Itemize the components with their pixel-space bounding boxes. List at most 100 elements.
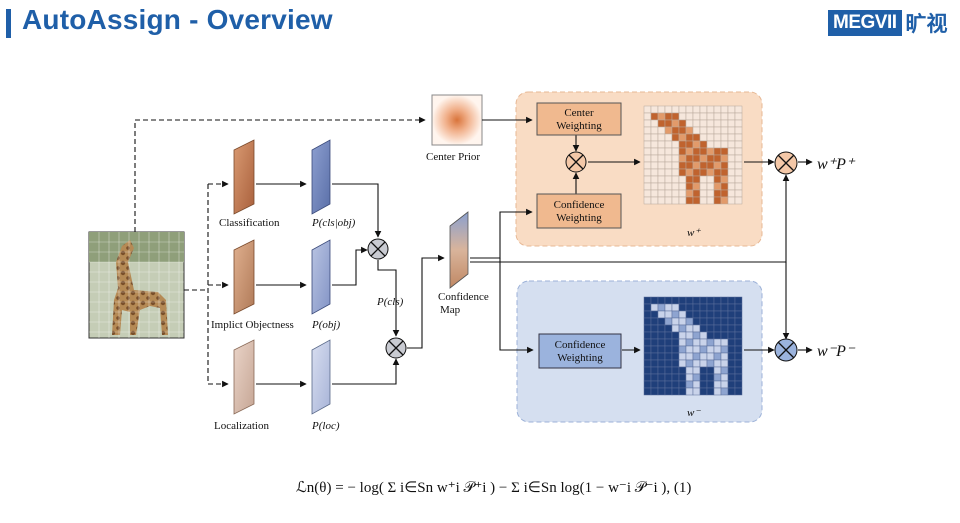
grid-cell (706, 154, 715, 163)
grid-cell (650, 140, 659, 149)
grid-cell (713, 359, 722, 368)
grid-cell (678, 380, 687, 389)
grid-cell (650, 119, 659, 128)
grid-cell (692, 147, 701, 156)
grid-cell (671, 310, 680, 319)
grid-cell (678, 133, 687, 142)
grid-cell (734, 147, 743, 156)
grid-cell (664, 119, 673, 128)
output-negative: w⁻P⁻ (817, 343, 856, 360)
grid-cell (657, 310, 666, 319)
grid-cell (713, 366, 722, 375)
grid-cell (699, 296, 708, 305)
grid-cell (699, 154, 708, 163)
grid-cell (664, 303, 673, 312)
grid-cell (678, 189, 687, 198)
grid-cell (720, 324, 729, 333)
grid-cell (657, 147, 666, 156)
grid-cell (706, 168, 715, 177)
grid-cell (643, 296, 652, 305)
grid-cell (713, 345, 722, 354)
grid-cell (692, 373, 701, 382)
grid-cell (720, 338, 729, 347)
grid-cell (657, 373, 666, 382)
grid-cell (720, 147, 729, 156)
grid-cell (664, 366, 673, 375)
grid-cell (678, 338, 687, 347)
grid-cell (713, 140, 722, 149)
grid-cell (706, 182, 715, 191)
grid-cell (713, 324, 722, 333)
grid-cell (685, 331, 694, 340)
grid-cell (685, 105, 694, 114)
grid-cell (650, 373, 659, 382)
grid-cell (664, 373, 673, 382)
grid-cell (720, 105, 729, 114)
grid-cell (685, 154, 694, 163)
grid-cell (671, 105, 680, 114)
title-bar: AutoAssign - Overview MEGVII 旷视 (0, 0, 960, 48)
label-prob-obj: P(obj) (311, 319, 340, 331)
grid-cell (678, 119, 687, 128)
grid-cell (734, 154, 743, 163)
grid-cell (643, 310, 652, 319)
grid-cell (734, 310, 743, 319)
grid-cell (692, 366, 701, 375)
grid-cell (664, 331, 673, 340)
grid-cell (657, 303, 666, 312)
grid-cell (671, 133, 680, 142)
grid-cell (713, 182, 722, 191)
grid-cell (671, 324, 680, 333)
grid-cell (685, 352, 694, 361)
grid-cell (657, 189, 666, 198)
grid-cell (685, 310, 694, 319)
prob-obj-map (311, 239, 331, 315)
grid-cell (699, 366, 708, 375)
grid-cell (699, 182, 708, 191)
grid-cell (699, 324, 708, 333)
grid-cell (671, 112, 680, 121)
grid-cell (706, 352, 715, 361)
grid-cell (650, 296, 659, 305)
grid-cell (699, 352, 708, 361)
grid-cell (685, 324, 694, 333)
grid-cell (643, 175, 652, 184)
grid-cell (692, 189, 701, 198)
grid-cell (727, 112, 736, 121)
grid-cell (727, 161, 736, 170)
grid-cell (699, 189, 708, 198)
grid-cell (727, 147, 736, 156)
grid-cell (664, 338, 673, 347)
grid-cell (720, 168, 729, 177)
grid-cell (685, 380, 694, 389)
grid-cell (657, 345, 666, 354)
grid-cell (720, 133, 729, 142)
center-weighting-box (536, 102, 622, 136)
grid-cell (650, 147, 659, 156)
confidence-weighting-pos-line2: Weighting (556, 212, 602, 224)
label-positive-weight: w⁺ (687, 227, 701, 239)
grid-cell (685, 126, 694, 135)
grid-cell (713, 338, 722, 347)
grid-cell (643, 345, 652, 354)
grid-cell (650, 154, 659, 163)
grid-cell (671, 366, 680, 375)
grid-cell (734, 133, 743, 142)
grid-cell (692, 140, 701, 149)
grid-cell (657, 105, 666, 114)
multiply-node-negative-output (774, 338, 798, 362)
label-prob-cls-obj: P(cls|obj) (311, 217, 356, 229)
grid-cell (706, 380, 715, 389)
label-localization: Localization (214, 420, 269, 432)
grid-cell (643, 303, 652, 312)
grid-cell (643, 196, 652, 205)
grid-cell (706, 324, 715, 333)
grid-cell (650, 182, 659, 191)
grid-cell (713, 154, 722, 163)
grid-cell (678, 352, 687, 361)
grid-cell (720, 112, 729, 121)
grid-cell (685, 345, 694, 354)
grid-cell (643, 168, 652, 177)
grid-cell (678, 331, 687, 340)
grid-cell (699, 387, 708, 396)
